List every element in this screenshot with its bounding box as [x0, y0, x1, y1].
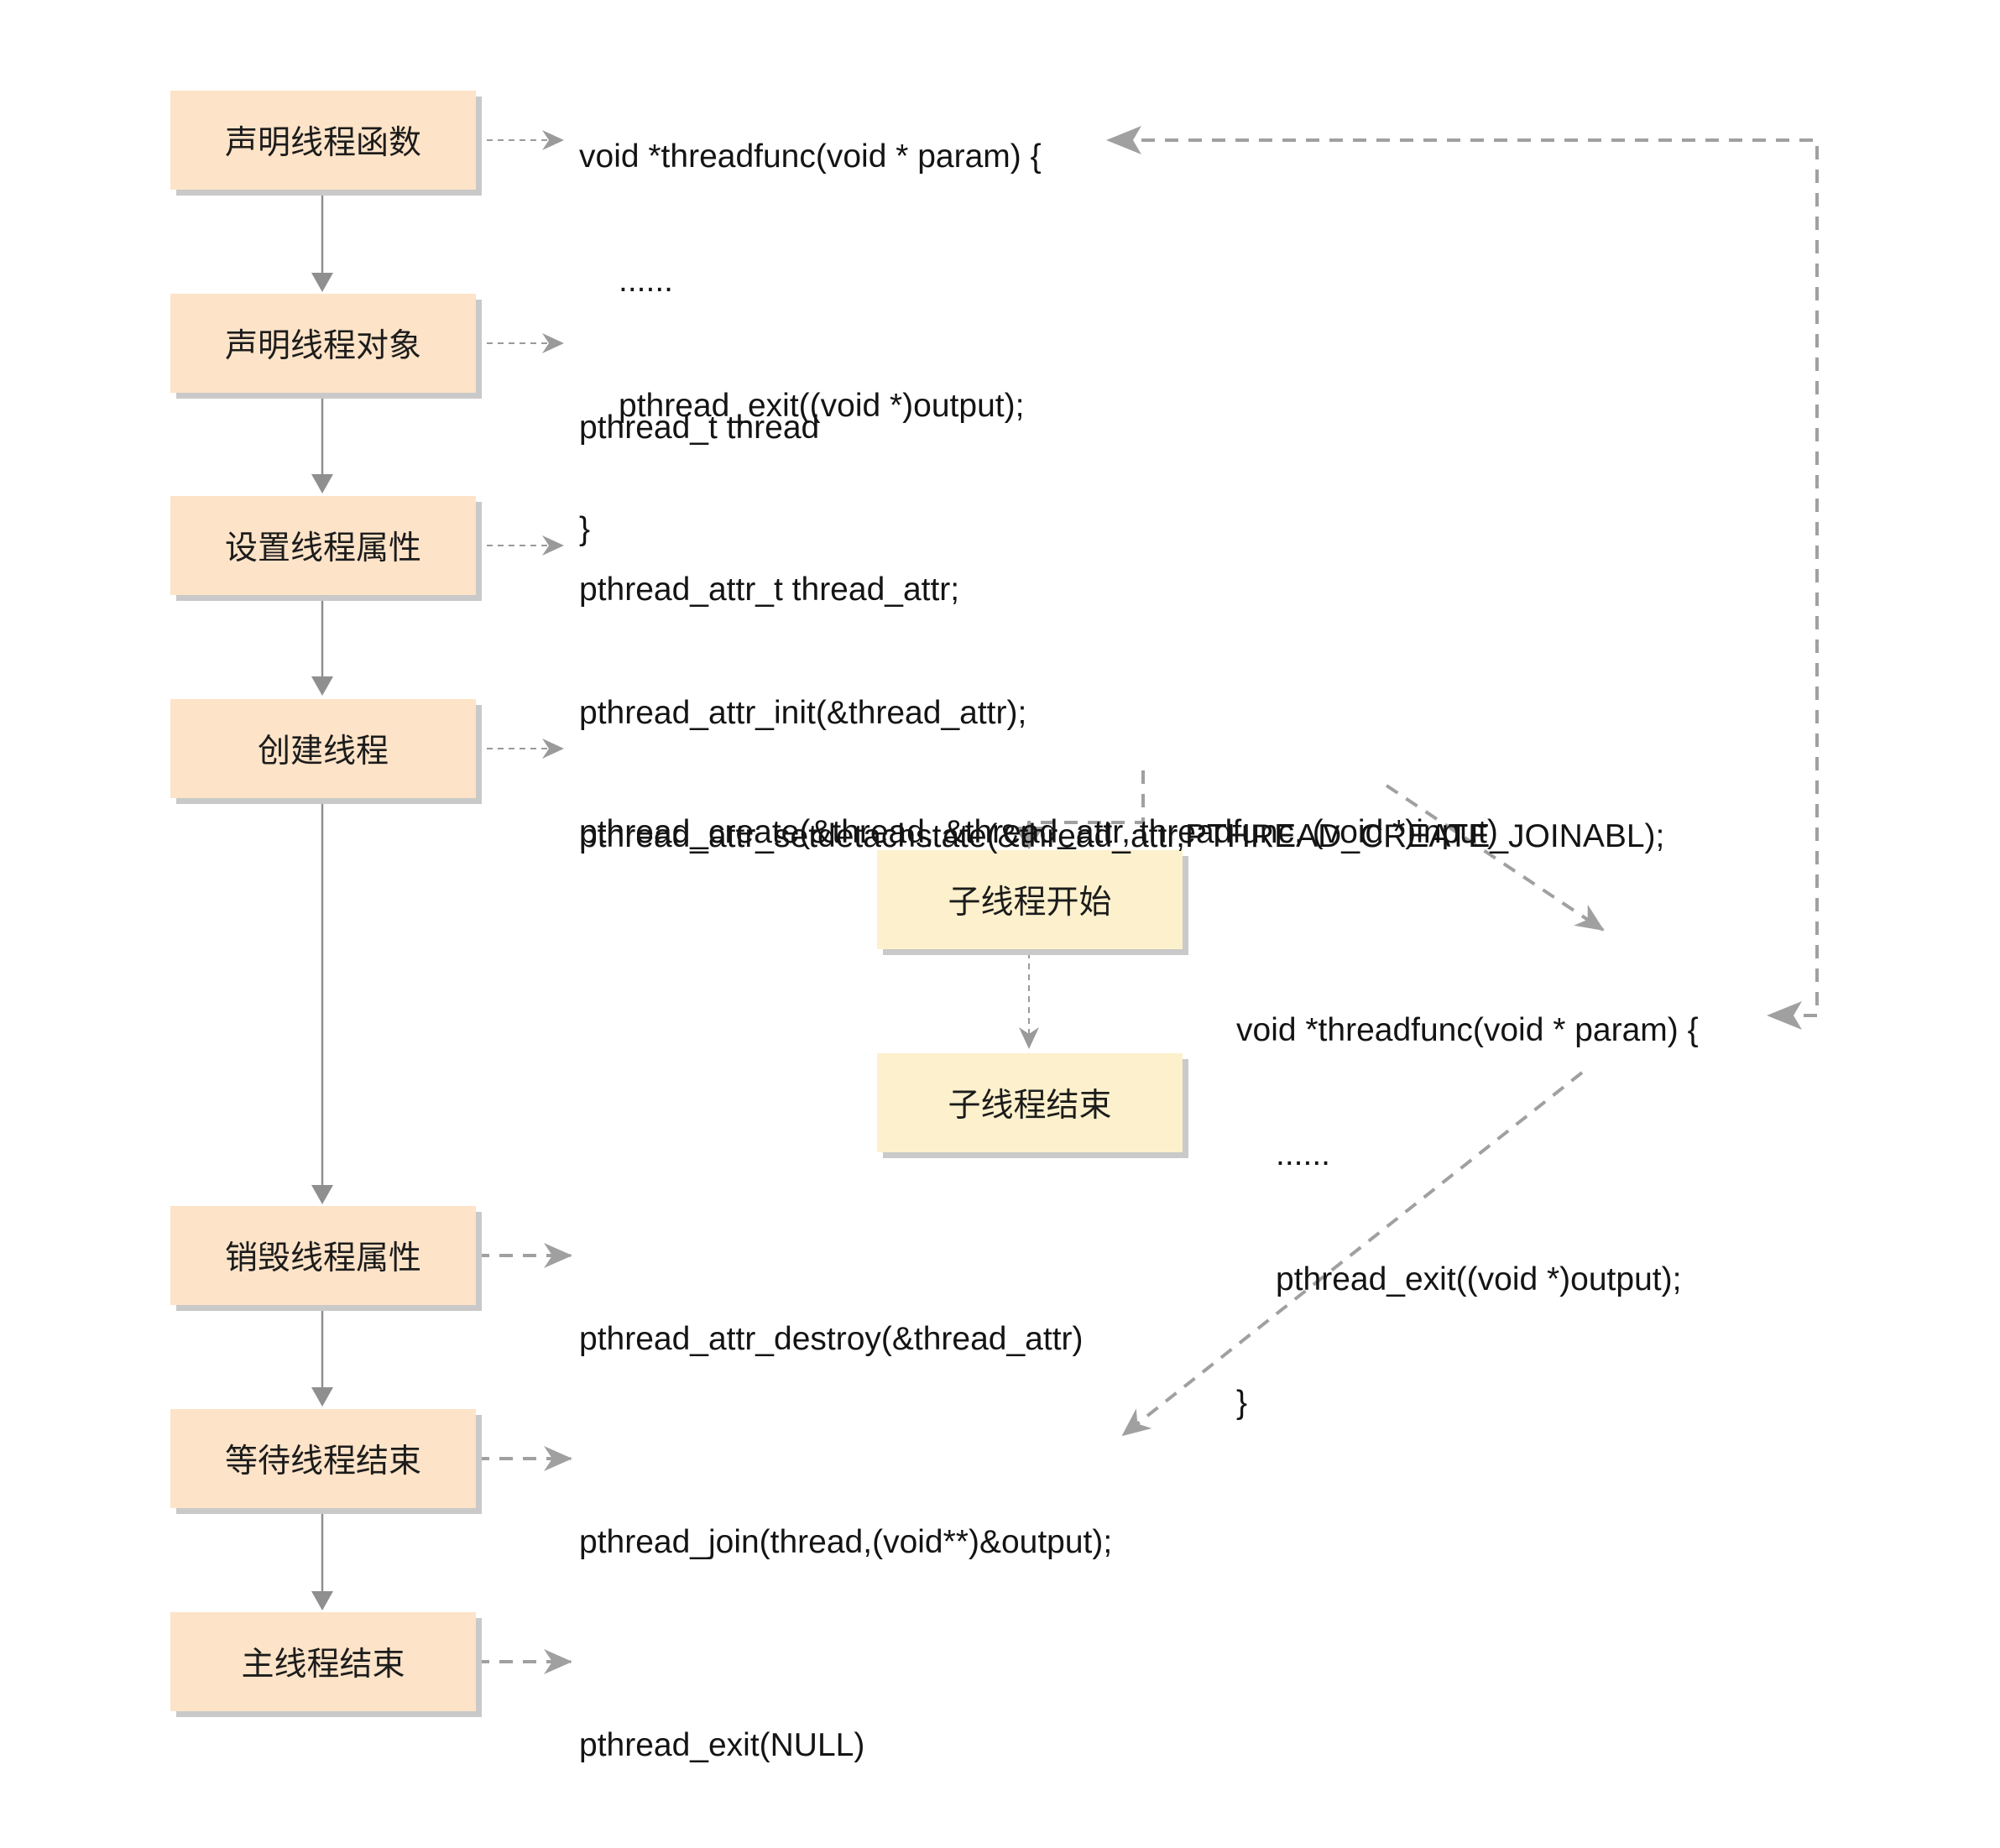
code-line: ...... — [1276, 1136, 1331, 1172]
code-line: pthread_attr_init(&thread_attr); — [579, 695, 1027, 731]
step-set-attr: 设置线程属性 — [170, 496, 476, 595]
code-line: pthread_attr_setdetachstate(&thread_attr… — [579, 818, 1665, 854]
child-start-box: 子线程开始 — [877, 850, 1183, 949]
child-end-box: 子线程结束 — [877, 1053, 1183, 1152]
code-line: } — [1236, 1385, 1248, 1421]
thread-flow-diagram: 声明线程函数 声明线程对象 设置线程属性 创建线程 销毁线程属性 等待线程结束 … — [170, 54, 1819, 1763]
code-line: } — [579, 511, 591, 547]
main-flow-arrowheads — [311, 273, 333, 1610]
step-label: 销毁线程属性 — [224, 1240, 421, 1277]
code-line: pthread_create(&thread, &thread_attr, th… — [579, 814, 1498, 850]
child-label: 子线程开始 — [948, 884, 1112, 921]
code-destroy-attr: pthread_attr_destroy(&thread_attr) — [579, 1236, 1084, 1442]
step-label: 声明线程对象 — [224, 327, 421, 365]
step-label: 创建线程 — [257, 733, 389, 770]
code-create: pthread_create(&thread, &thread_attr, th… — [579, 729, 1498, 935]
connector-layer — [311, 126, 1819, 1674]
code-join: pthread_join(thread,(void**)&output); — [579, 1439, 1112, 1645]
code-declare-obj: pthread_t thread — [579, 325, 819, 530]
code-line: void *threadfunc(void * param) { — [1236, 1012, 1699, 1048]
code-line: pthread_exit((void *)output); — [1276, 1261, 1682, 1297]
code-line: pthread_attr_t thread_attr; — [579, 572, 960, 608]
threadfunc-to-join-arrow — [1121, 1071, 1584, 1437]
code-line: pthread_exit(NULL) — [579, 1727, 865, 1763]
box-to-code-arrows — [476, 130, 564, 759]
threadfunc-link-head-top — [1106, 126, 1141, 154]
step-declare-func: 声明线程函数 — [170, 91, 476, 190]
threadfunc-link-arrow — [1141, 138, 1819, 1017]
code-line: pthread_join(thread,(void**)&output); — [579, 1524, 1113, 1560]
code-threadfunc-top: void *threadfunc(void * param) { ...... … — [579, 54, 1042, 632]
step-label: 主线程结束 — [241, 1646, 405, 1684]
code-line: void *threadfunc(void * param) { — [579, 138, 1042, 175]
step-destroy-attr: 销毁线程属性 — [170, 1206, 476, 1305]
code-set-attr: pthread_attr_t thread_attr; pthread_attr… — [579, 487, 1664, 939]
code-exit: pthread_exit(NULL) — [579, 1642, 864, 1848]
create-to-child-head — [1014, 827, 1044, 849]
code-line: pthread_attr_destroy(&thread_attr) — [579, 1321, 1084, 1357]
step-label: 等待线程结束 — [224, 1443, 421, 1480]
box-to-code-arrows-bold — [476, 1243, 572, 1674]
step-declare-obj: 声明线程对象 — [170, 294, 476, 393]
code-line: ...... — [619, 263, 674, 299]
create-to-threadfunc-arrow — [1385, 784, 1605, 932]
child-label: 子线程结束 — [948, 1087, 1112, 1125]
step-main-end: 主线程结束 — [170, 1612, 476, 1711]
threadfunc-link-head-right — [1767, 1001, 1802, 1030]
step-create: 创建线程 — [170, 699, 476, 798]
code-line: pthread_exit((void *)output); — [619, 388, 1025, 424]
code-line: pthread_t thread — [579, 410, 820, 446]
step-label: 设置线程属性 — [224, 530, 421, 567]
step-label: 声明线程函数 — [224, 124, 421, 162]
code-threadfunc-child: void *threadfunc(void * param) { ...... … — [1236, 927, 1699, 1506]
step-wait: 等待线程结束 — [170, 1409, 476, 1508]
